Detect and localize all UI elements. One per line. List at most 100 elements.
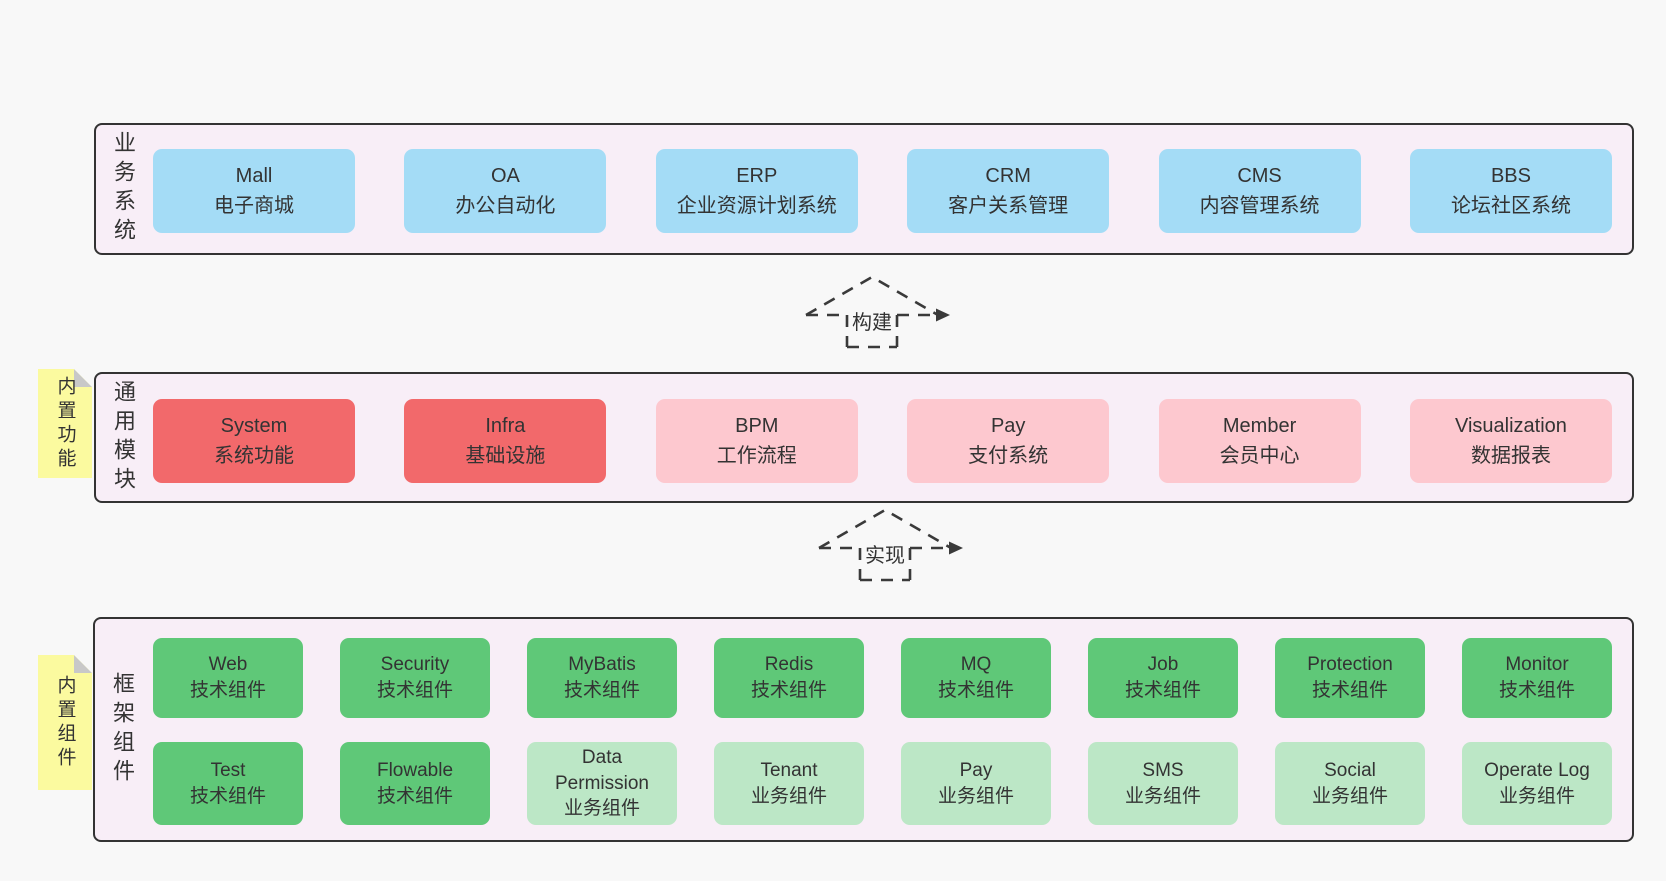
box-desc: 技术组件	[376, 785, 453, 807]
box-bbs: BBS 论坛社区系统	[1409, 149, 1612, 233]
box-tenant: Tenant 业务组件	[714, 742, 864, 825]
box-mall: Mall 电子商城	[153, 149, 355, 233]
panel-title: 通用模块	[111, 379, 136, 496]
panel-framework-components: 框架组件 Web 技术组件 Security 技术组件 MyBatis 技术组件…	[93, 617, 1634, 842]
box-web: Web 技术组件	[153, 638, 303, 718]
panel-common-modules: 通用模块 System 系统功能 Infra 基础设施 BPM 工作流程 Pay…	[94, 372, 1634, 503]
panel-title: 框架组件	[110, 671, 135, 788]
box-name: Job	[1147, 654, 1179, 676]
box-system: System 系统功能	[153, 399, 355, 483]
box-name: ERP	[736, 165, 778, 187]
box-desc: 办公自动化	[455, 195, 556, 217]
box-name: Protection	[1307, 654, 1393, 676]
box-name: CMS	[1237, 165, 1282, 187]
framework-components-row-2: Test 技术组件 Flowable 技术组件 Data Permission …	[153, 742, 1612, 825]
box-name: Web	[208, 654, 248, 676]
box-desc: 企业资源计划系统	[676, 195, 837, 217]
box-desc: 技术组件	[189, 785, 266, 807]
box-monitor: Monitor 技术组件	[1462, 638, 1612, 718]
box-mq: MQ 技术组件	[901, 638, 1051, 718]
box-sms: SMS 业务组件	[1088, 742, 1238, 825]
build-arrow-icon: 构建	[805, 275, 950, 349]
box-job: Job 技术组件	[1088, 638, 1238, 718]
box-name: Security	[380, 654, 450, 676]
arrowhead-icon	[936, 308, 950, 322]
box-member: Member 会员中心	[1158, 399, 1361, 483]
box-desc: 业务组件	[750, 785, 827, 807]
box-name: Pay	[990, 415, 1026, 437]
box-desc: 技术组件	[1311, 680, 1388, 701]
box-desc: 技术组件	[376, 680, 453, 701]
box-name: MyBatis	[568, 654, 636, 676]
box-test: Test 技术组件	[153, 742, 303, 825]
box-mybatis: MyBatis 技术组件	[527, 638, 677, 718]
box-desc: 业务组件	[1124, 785, 1201, 807]
box-name: MQ	[960, 654, 992, 676]
box-name: Monitor	[1505, 654, 1569, 676]
box-desc: 工作流程	[716, 445, 797, 467]
box-desc: 系统功能	[214, 445, 294, 467]
box-desc: 论坛社区系统	[1450, 195, 1571, 217]
box-desc: 技术组件	[1498, 680, 1575, 701]
box-name: System	[220, 415, 288, 437]
box-visualization: Visualization 数据报表	[1409, 399, 1612, 483]
box-desc: 业务组件	[563, 798, 640, 820]
box-name: Data Permission	[555, 746, 649, 794]
box-name: SMS	[1142, 759, 1184, 781]
box-name: Member	[1222, 415, 1297, 437]
box-operate-log: Operate Log 业务组件	[1462, 742, 1612, 825]
box-erp: ERP 企业资源计划系统	[655, 149, 858, 233]
box-desc: 技术组件	[1124, 680, 1201, 701]
box-redis: Redis 技术组件	[714, 638, 864, 718]
box-bpm: BPM 工作流程	[655, 399, 858, 483]
box-name: Social	[1324, 759, 1376, 781]
box-desc: 内容管理系统	[1199, 195, 1320, 217]
box-name: Pay	[959, 759, 993, 781]
box-protection: Protection 技术组件	[1275, 638, 1425, 718]
box-desc: 数据报表	[1470, 445, 1551, 467]
panel-title: 业务系统	[111, 131, 136, 247]
box-desc: 技术组件	[563, 680, 640, 701]
box-desc: 电子商城	[214, 195, 294, 217]
panel-business-systems: 业务系统 Mall 电子商城 OA 办公自动化 ERP 企业资源计划系统 CRM…	[94, 123, 1634, 255]
box-desc: 基础设施	[465, 445, 546, 467]
box-data-permission: Data Permission 业务组件	[527, 742, 677, 825]
arrowhead-icon	[949, 541, 963, 555]
box-oa: OA 办公自动化	[404, 149, 607, 233]
box-name: Mall	[235, 165, 273, 187]
box-name: Visualization	[1454, 415, 1567, 437]
box-name: OA	[490, 165, 520, 187]
box-desc: 支付系统	[968, 445, 1049, 467]
box-desc: 客户关系管理	[948, 195, 1069, 217]
box-security: Security 技术组件	[340, 638, 490, 718]
box-desc: 业务组件	[1311, 785, 1388, 807]
implement-arrow-label: 实现	[865, 544, 905, 567]
arrow-label-bg	[849, 308, 895, 338]
box-desc: 技术组件	[937, 680, 1014, 701]
implement-arrow-icon: 实现	[818, 508, 963, 582]
box-desc: 业务组件	[1498, 785, 1575, 807]
box-name: BBS	[1490, 165, 1531, 187]
box-cms: CMS 内容管理系统	[1158, 149, 1361, 233]
framework-components-row-1: Web 技术组件 Security 技术组件 MyBatis 技术组件 Redi…	[153, 638, 1612, 718]
sticky-note-label: 内置组件	[54, 674, 76, 771]
box-desc: 会员中心	[1219, 445, 1300, 467]
box-name: Test	[210, 759, 246, 781]
common-modules-row: System 系统功能 Infra 基础设施 BPM 工作流程 Pay 支付系统…	[153, 399, 1612, 483]
box-crm: CRM 客户关系管理	[907, 149, 1110, 233]
box-desc: 业务组件	[937, 785, 1014, 807]
sticky-note-builtin-features: 内置功能	[38, 369, 92, 478]
box-flowable: Flowable 技术组件	[340, 742, 490, 825]
box-pay-module: Pay 支付系统	[907, 399, 1110, 483]
box-infra: Infra 基础设施	[404, 399, 607, 483]
build-arrow-label: 构建	[852, 311, 892, 334]
arrow-label-bg	[862, 541, 908, 571]
box-name: BPM	[735, 415, 779, 437]
box-desc: 技术组件	[189, 680, 266, 701]
box-desc: 技术组件	[750, 680, 827, 701]
box-name: Redis	[764, 654, 814, 676]
business-systems-row: Mall 电子商城 OA 办公自动化 ERP 企业资源计划系统 CRM 客户关系…	[153, 149, 1612, 233]
box-name: CRM	[985, 165, 1031, 187]
sticky-note-builtin-components: 内置组件	[38, 655, 92, 790]
